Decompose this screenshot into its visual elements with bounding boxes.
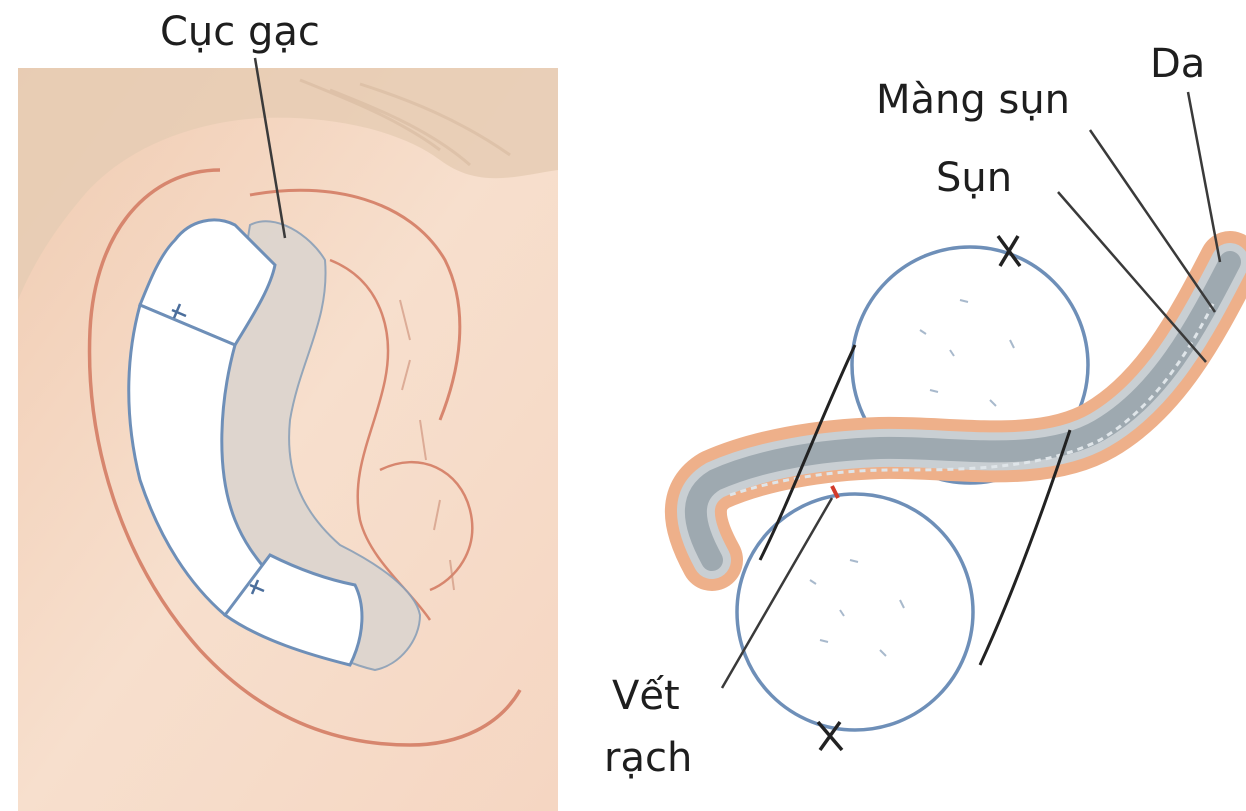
cross-section (696, 236, 1230, 750)
label-cartilage: Sụn (936, 158, 1012, 198)
label-skin: Da (1150, 44, 1205, 84)
ear-illustration (18, 68, 558, 811)
gauze-roll-lower (737, 494, 973, 730)
label-gauze: Cục gạc (160, 12, 320, 52)
label-incision-line1: Vết (612, 676, 680, 716)
leader-perichondrium (1090, 130, 1215, 312)
label-perichondrium: Màng sụn (876, 80, 1070, 120)
label-incision-line2: rạch (604, 738, 692, 778)
leader-skin (1188, 92, 1220, 262)
